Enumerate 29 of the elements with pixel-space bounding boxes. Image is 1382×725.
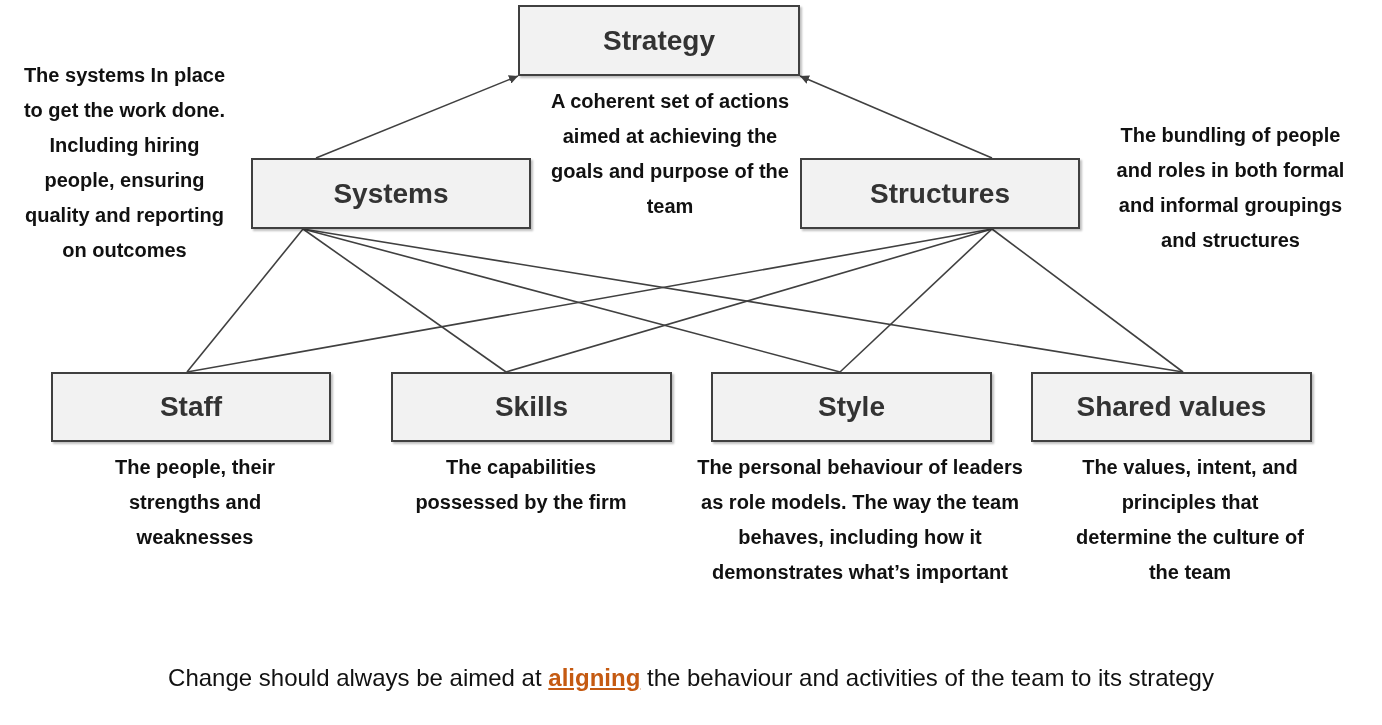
- process-box: [711, 372, 992, 442]
- box-title: Skills: [494, 391, 569, 423]
- box-title: Staff: [159, 391, 223, 423]
- connector-line: [991, 228, 1184, 373]
- description-text: A coherent set of actions aimed at achieving the goals and purpose of the team: [549, 89, 791, 219]
- process-box: [800, 158, 1080, 229]
- process-box: [391, 372, 672, 442]
- description-text: The capabilities possessed by the firm: [414, 455, 628, 515]
- caption: Change should always be aimed at aligning the behaviour and activities of the team to its strategy: [167, 664, 1215, 692]
- description-text: The personal behaviour of leaders as role models. The way the team behaves, including how it demonstrates what’s important: [696, 455, 1024, 585]
- connector-line: [505, 228, 993, 373]
- connector-line: [839, 228, 993, 373]
- description-text: The systems In place to get the work done. Including hiring people, ensuring quality and reporting on outcomes: [22, 63, 227, 263]
- description-text: The values, intent, and principles that determine the culture of the team: [1075, 455, 1305, 585]
- box-title: Systems: [333, 177, 449, 210]
- process-box: [251, 158, 531, 229]
- process-box: [518, 5, 800, 76]
- process-box: [1031, 372, 1312, 442]
- box-title: Structures: [869, 177, 1010, 210]
- connector-line: [186, 228, 304, 373]
- description-text: The people, their strengths and weaknesses: [114, 455, 276, 550]
- box-title: Strategy: [602, 24, 715, 57]
- arrow: [315, 75, 519, 159]
- box-title: Shared values: [1076, 391, 1267, 423]
- process-box: [51, 372, 331, 442]
- arrow: [799, 75, 993, 159]
- connector-line: [302, 228, 507, 373]
- box-title: Style: [818, 391, 885, 423]
- description-text: The bundling of people and roles in both formal and informal groupings and structures: [1115, 123, 1346, 253]
